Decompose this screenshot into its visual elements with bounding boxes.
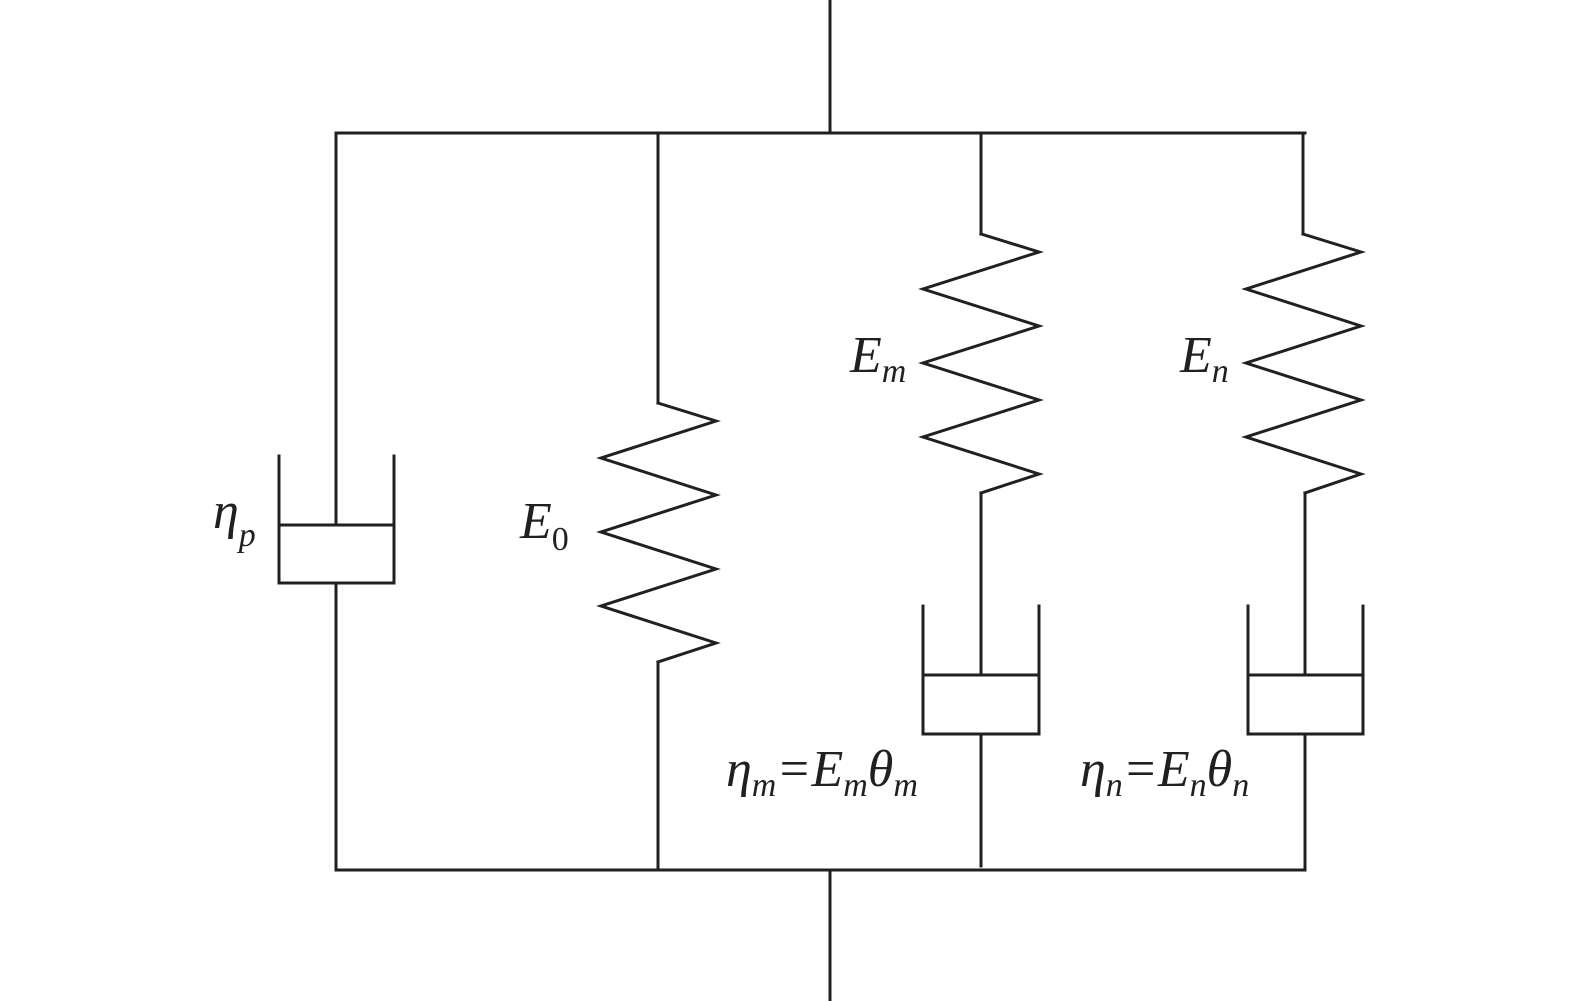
branch-maxwell-m [918, 131, 1044, 868]
label-en: En [1179, 327, 1229, 390]
branch-maxwell-n [1241, 131, 1366, 872]
label-eta-n-equation: ηn=Enθn [1080, 741, 1249, 804]
spring-em [918, 232, 1044, 495]
label-eta-p: ηp [213, 483, 256, 554]
label-e0: E0 [519, 493, 569, 558]
spring-en [1241, 232, 1366, 495]
label-eta-m-equation: ηm=Emθm [726, 741, 918, 804]
label-em: Em [849, 327, 906, 390]
branch-dashpot-eta-p [277, 131, 396, 872]
branch-spring-e0 [596, 131, 721, 872]
spring-e0 [596, 401, 721, 664]
